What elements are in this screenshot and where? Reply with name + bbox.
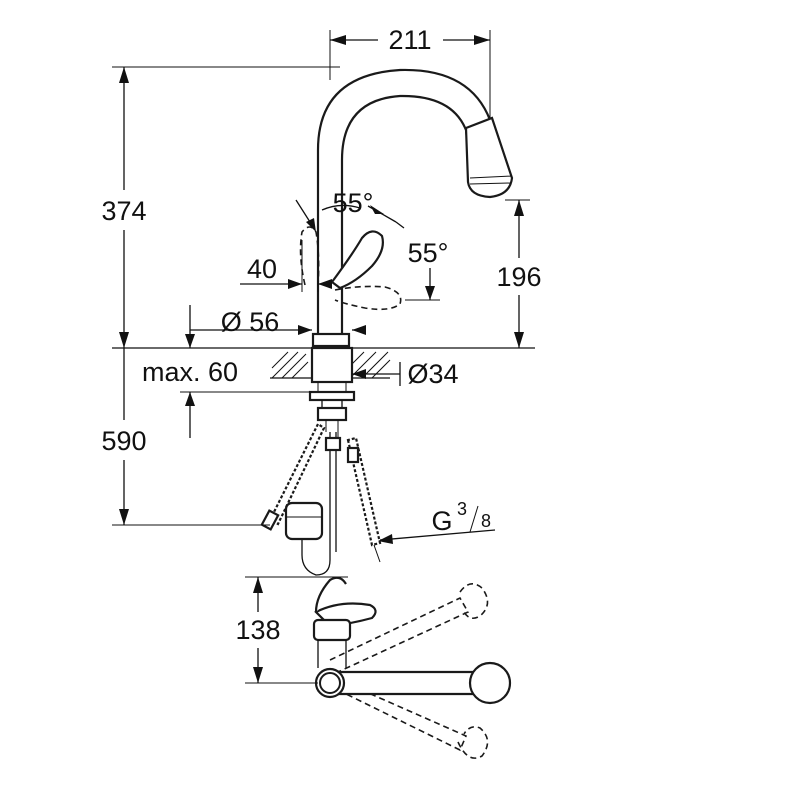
thread-fraction-slash [469,505,479,533]
dim-lever-angle-side: 55° [408,238,449,268]
dim-thread-prefix: G [431,506,452,536]
dim-base-diameter: Ø 56 [221,307,280,337]
dim-thread-den: 8 [481,511,491,531]
faucet-side-view [299,68,514,348]
dimension-lines [112,30,530,684]
hoses [260,400,382,576]
dim-max-deck-thickness: max. 60 [142,357,238,387]
faucet-top-view [312,576,512,759]
dimension-labels: 211 374 196 40 55° 55° Ø 56 Ø34 max. 60 … [101,25,541,645]
dim-top-view-depth: 138 [235,615,280,645]
dim-spout-height: 196 [496,262,541,292]
dim-hole-diameter: Ø34 [407,359,458,389]
dim-spout-reach: 211 [388,25,431,55]
dim-thread-num: 3 [457,499,467,519]
dim-total-height: 374 [101,196,146,226]
dim-lever-offset: 40 [247,254,277,284]
dim-hose-length: 590 [101,426,146,456]
dim-lever-angle-up: 55° [333,188,374,218]
countertop-section [112,346,535,402]
